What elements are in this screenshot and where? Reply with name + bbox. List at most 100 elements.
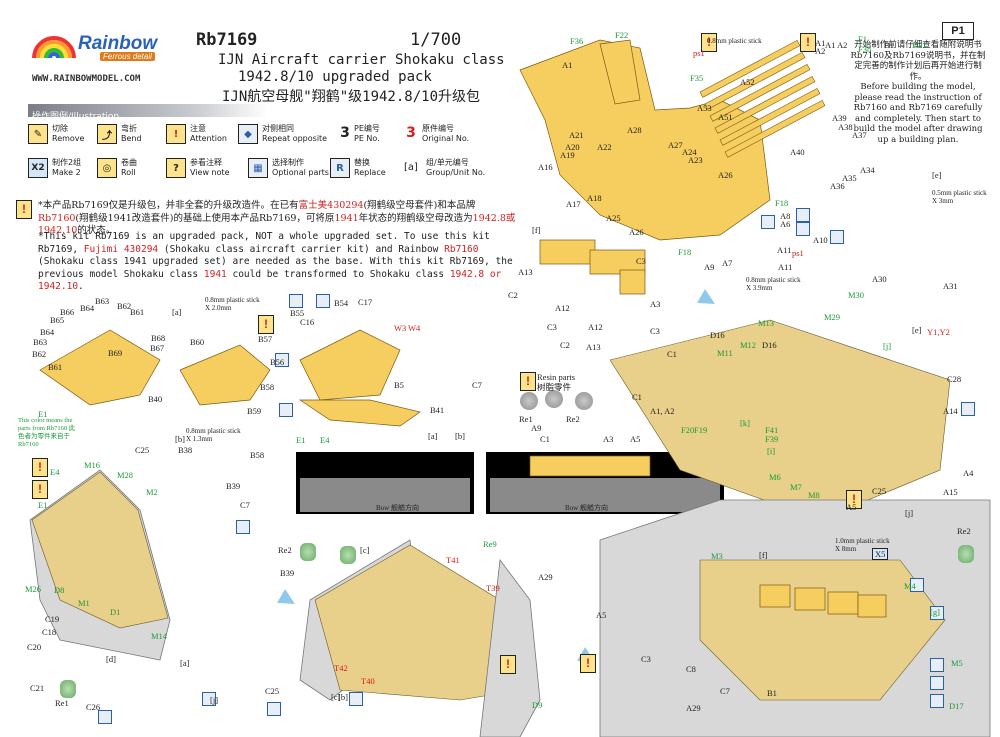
part-label: A11 <box>778 262 793 272</box>
legend-cn: 组/单元编号 <box>426 158 469 167</box>
part-label: C20 <box>27 642 42 652</box>
repeat-opposite-icon <box>279 403 293 417</box>
legend-en: Optional parts <box>272 168 329 177</box>
repeat-opposite-icon <box>830 230 844 244</box>
part-label: D17 <box>949 701 964 711</box>
part-label: A14 <box>943 406 958 416</box>
legend-cn: 弯折 <box>121 124 137 133</box>
title-english-2: 1942.8/10 upgraded pack <box>238 69 432 85</box>
part-label: A3 <box>650 299 661 309</box>
legend-en: Repeat opposite <box>262 134 328 143</box>
part-label: A13 <box>518 267 533 277</box>
part-label: T42 <box>334 663 348 673</box>
plastic-stick-note: 0.8mm plastic stick X 3.9mm <box>746 276 801 292</box>
page-number: P1 <box>942 22 974 40</box>
product-code: Rb7169 <box>196 30 258 50</box>
attention-icon: ! <box>520 372 536 391</box>
part-label: C28 <box>947 374 962 384</box>
part-label: T40 <box>361 676 375 686</box>
part-label: D9 <box>532 700 543 710</box>
part-label: Re2 <box>957 526 971 536</box>
part-label: C3 <box>636 256 646 266</box>
resin-part <box>340 546 356 564</box>
legend-en: Bend <box>121 134 142 143</box>
resin-parts-cn: 树脂零件 <box>537 382 572 392</box>
part-label: C7 <box>240 500 250 510</box>
repeat-opposite-icon <box>930 694 944 708</box>
legend-en: Replace <box>354 168 386 177</box>
part-label: A37 <box>852 130 867 140</box>
roll-icon: ◎ <box>97 158 117 178</box>
part-label: A19 <box>560 150 575 160</box>
plastic-stick-note: 0.8mm plastic stick <box>707 37 762 45</box>
legend-en: Attention <box>190 134 227 143</box>
part-label: B67 <box>150 343 165 353</box>
part-label: [j] <box>905 508 914 518</box>
part-label: A2 <box>815 46 826 56</box>
pe-number-icon: 3 <box>340 125 350 141</box>
attention-icon: ! <box>500 655 516 674</box>
part-label: B59 <box>247 406 262 416</box>
part-label: M6 <box>769 472 781 482</box>
plastic-stick-note: 0.8mm plastic stick X 1.3mm <box>186 427 241 443</box>
part-label: A30 <box>872 274 887 284</box>
part-label: B1 <box>884 40 894 50</box>
part-label: F18 <box>775 198 789 208</box>
part-label: Re1 <box>519 414 533 424</box>
part-label: B54 <box>334 298 349 308</box>
part-label: B56 <box>270 357 285 367</box>
part-label: A29 <box>538 572 553 582</box>
part-label: E1 <box>38 409 48 419</box>
repeat-opposite-icon <box>796 222 810 236</box>
part-label: M2 <box>146 487 158 497</box>
part-label: A36 <box>830 181 845 191</box>
part-label: E4 <box>320 435 330 445</box>
part-label: C7 <box>472 380 482 390</box>
part-label: A12 <box>555 303 570 313</box>
part-label: M30 <box>848 290 865 300</box>
part-label: B61 <box>130 307 145 317</box>
part-label: C25 <box>135 445 150 455</box>
part-label: ps1 <box>693 48 705 58</box>
part-label: [b] <box>455 431 465 441</box>
attention-icon: ! <box>701 33 717 52</box>
brand-subtitle: Ferrous detail <box>100 52 155 61</box>
part-label: A20 <box>565 142 580 152</box>
legend-cn: 注意 <box>190 124 206 133</box>
part-label: F22 <box>615 30 629 40</box>
plastic-stick-note: 0.8mm plastic stick X 2.0mm <box>205 296 260 312</box>
part-label: A35 <box>842 173 857 183</box>
part-label: [b] <box>175 434 185 444</box>
note-right-cn: 开始制作前请仔细查看随附说明书Rb7160及Rb7169说明书，并在制定完善的制… <box>850 40 986 82</box>
part-label: [g] <box>930 607 940 617</box>
part-label: Y1,Y2 <box>927 327 950 337</box>
part-label: B64 <box>80 303 95 313</box>
part-label: F38 <box>858 44 872 54</box>
part-label: A1, A2 <box>650 406 675 416</box>
part-label: A3 <box>603 434 614 444</box>
part-label: [a] <box>180 658 190 668</box>
remove-icon: ✎ <box>28 124 48 144</box>
part-label: D8 <box>54 585 65 595</box>
part-label: B66 <box>60 307 75 317</box>
part-label: A26 <box>718 170 733 180</box>
part-label: C16 <box>300 317 315 327</box>
part-label: [j] <box>883 341 892 351</box>
part-label: W3 <box>394 323 407 333</box>
product-scale: 1/700 <box>410 30 462 50</box>
part-label: M3 <box>711 551 723 561</box>
part-label: F18 <box>678 247 692 257</box>
part-label: C25 <box>265 686 280 696</box>
part-label: B63 <box>33 337 48 347</box>
website-link[interactable]: WWW.RAINBOWMODEL.COM <box>32 74 141 84</box>
note-right-en: Before building the model, please read t… <box>853 82 983 145</box>
group-f-parts <box>539 239 646 295</box>
part-label: W4 <box>408 323 421 333</box>
make-two-icon: X2 <box>28 158 48 178</box>
original-number-icon: 3 <box>406 125 416 141</box>
attention-icon: ! <box>580 654 596 673</box>
part-label: A16 <box>538 162 553 172</box>
replace-icon: R <box>330 158 350 178</box>
part-label: B39 <box>226 481 241 491</box>
